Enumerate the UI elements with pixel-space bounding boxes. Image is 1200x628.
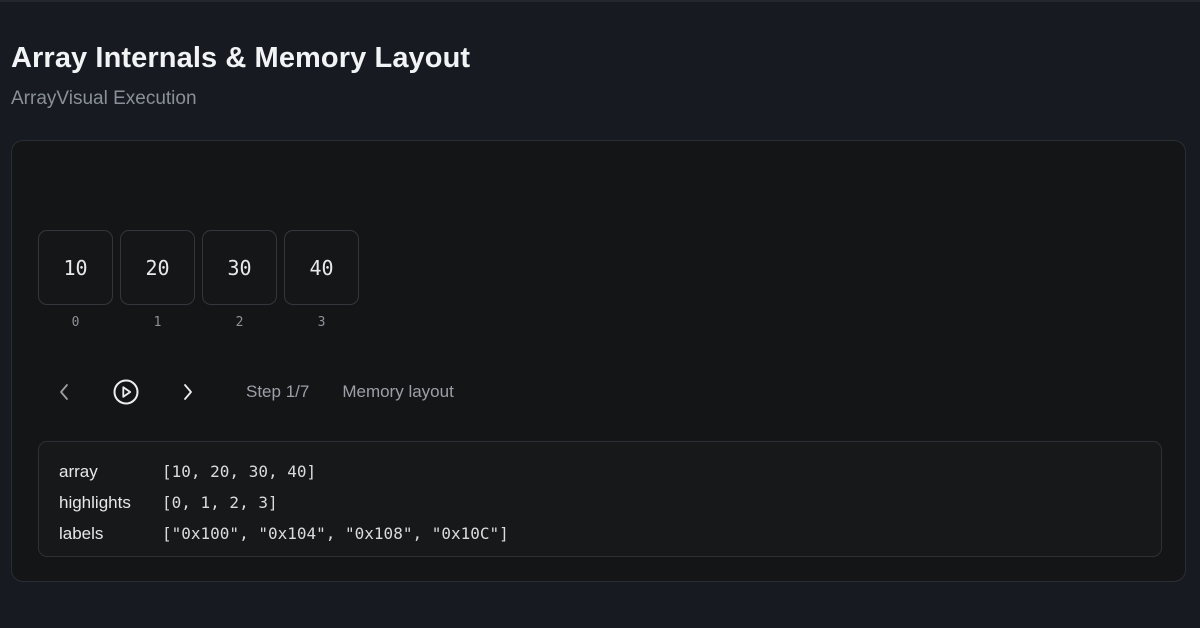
array-cell-3: 40 3 [284, 230, 359, 330]
step-counter: Step 1/7 [246, 382, 310, 401]
previous-step-button[interactable] [50, 378, 78, 406]
state-row-highlights: highlights [0, 1, 2, 3] [39, 487, 1161, 518]
play-circle-icon [113, 379, 139, 405]
top-divider [0, 0, 1200, 2]
array-cell-value[interactable]: 30 [202, 230, 277, 305]
state-value: [10, 20, 30, 40] [162, 462, 317, 481]
array-cell-value[interactable]: 10 [38, 230, 113, 305]
page-subtitle: ArrayVisual Execution [11, 88, 197, 109]
step-description: Memory layout [342, 382, 454, 401]
playback-controls: Step 1/7 Memory layout [50, 376, 454, 408]
array-cell-index: 1 [153, 315, 162, 330]
state-row-labels: labels ["0x100", "0x104", "0x108", "0x10… [39, 518, 1161, 549]
array-cell-value[interactable]: 20 [120, 230, 195, 305]
array-cell-value[interactable]: 40 [284, 230, 359, 305]
array-cell-2: 30 2 [202, 230, 277, 330]
state-key: array [59, 461, 98, 481]
page-title: Array Internals & Memory Layout [11, 42, 471, 74]
state-key: labels [59, 523, 104, 543]
state-key: highlights [59, 492, 131, 512]
play-button[interactable] [112, 378, 140, 406]
array-cell-index: 0 [71, 315, 80, 330]
array-cell-1: 20 1 [120, 230, 195, 330]
array-cells: 10 0 20 1 30 2 40 3 [38, 230, 359, 330]
array-cell-index: 3 [317, 315, 326, 330]
chevron-left-icon [60, 384, 68, 400]
chevron-right-icon [184, 384, 192, 400]
next-step-button[interactable] [174, 378, 202, 406]
visualizer-panel: 10 0 20 1 30 2 40 3 [11, 140, 1186, 582]
state-value: [0, 1, 2, 3] [162, 493, 278, 512]
state-inspector: array [10, 20, 30, 40] highlights [0, 1,… [38, 441, 1162, 557]
array-cell-0: 10 0 [38, 230, 113, 330]
state-value: ["0x100", "0x104", "0x108", "0x10C"] [162, 524, 509, 543]
state-row-array: array [10, 20, 30, 40] [39, 456, 1161, 487]
array-cell-index: 2 [235, 315, 244, 330]
